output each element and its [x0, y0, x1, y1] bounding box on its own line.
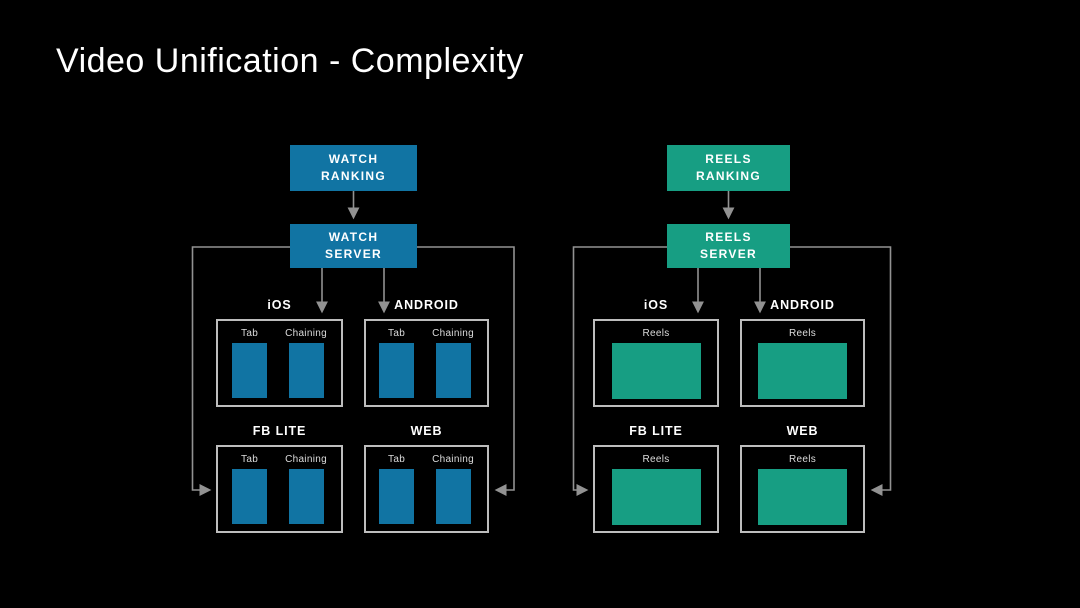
platform-name: ANDROID: [394, 298, 459, 312]
reels-platform-web: WEB Reels: [740, 424, 865, 533]
surface-rect: [611, 469, 701, 525]
platform-box: Reels: [740, 319, 865, 407]
surface-rect: [288, 343, 324, 398]
watch-server-box: WATCH SERVER: [290, 224, 417, 268]
surface-rect: [758, 469, 847, 525]
surface-chaining: Chaining: [285, 328, 327, 398]
reels-ranking-box: REELS RANKING: [667, 145, 790, 191]
surface-tab: Tab: [379, 454, 415, 524]
surface-tab: Tab: [232, 454, 268, 524]
reels-platform-ios: iOS Reels: [593, 298, 719, 407]
platform-name: iOS: [643, 298, 669, 312]
watch-platform-fblite: FB LITE Tab Chaining: [216, 424, 343, 533]
watch-platform-web: WEB Tab Chaining: [364, 424, 489, 533]
surface-rect: [232, 469, 268, 524]
reels-server-box: REELS SERVER: [667, 224, 790, 268]
surface-rect: [611, 343, 701, 399]
platform-box: Reels: [593, 445, 719, 533]
reels-platform-android: ANDROID Reels: [740, 298, 865, 407]
surface-rect: [379, 469, 415, 524]
watch-platform-ios: iOS Tab Chaining: [216, 298, 343, 407]
watch-ranking-box: WATCH RANKING: [290, 145, 417, 191]
surface-rect: [435, 469, 471, 524]
platform-box: Reels: [593, 319, 719, 407]
surface-reels: Reels: [611, 454, 701, 525]
platform-name: FB LITE: [252, 424, 307, 438]
surface-chaining: Chaining: [285, 454, 327, 524]
watch-platform-android: ANDROID Tab Chaining: [364, 298, 489, 407]
platform-name: WEB: [410, 424, 443, 438]
platform-name: ANDROID: [770, 298, 835, 312]
surface-rect: [232, 343, 268, 398]
surface-tab: Tab: [379, 328, 415, 398]
platform-name: iOS: [267, 298, 292, 312]
surface-reels: Reels: [758, 454, 847, 525]
surface-rect: [758, 343, 847, 399]
reels-platform-fblite: FB LITE Reels: [593, 424, 719, 533]
platform-box: Tab Chaining: [216, 319, 343, 407]
surface-reels: Reels: [611, 328, 701, 399]
surface-chaining: Chaining: [432, 454, 474, 524]
surface-reels: Reels: [758, 328, 847, 399]
platform-name: WEB: [786, 424, 819, 438]
platform-box: Tab Chaining: [364, 445, 489, 533]
surface-rect: [435, 343, 471, 398]
platform-box: Tab Chaining: [216, 445, 343, 533]
surface-chaining: Chaining: [432, 328, 474, 398]
surface-tab: Tab: [232, 328, 268, 398]
page-title: Video Unification - Complexity: [56, 42, 524, 80]
surface-rect: [288, 469, 324, 524]
platform-box: Reels: [740, 445, 865, 533]
platform-name: FB LITE: [629, 424, 683, 438]
platform-box: Tab Chaining: [364, 319, 489, 407]
surface-rect: [379, 343, 415, 398]
